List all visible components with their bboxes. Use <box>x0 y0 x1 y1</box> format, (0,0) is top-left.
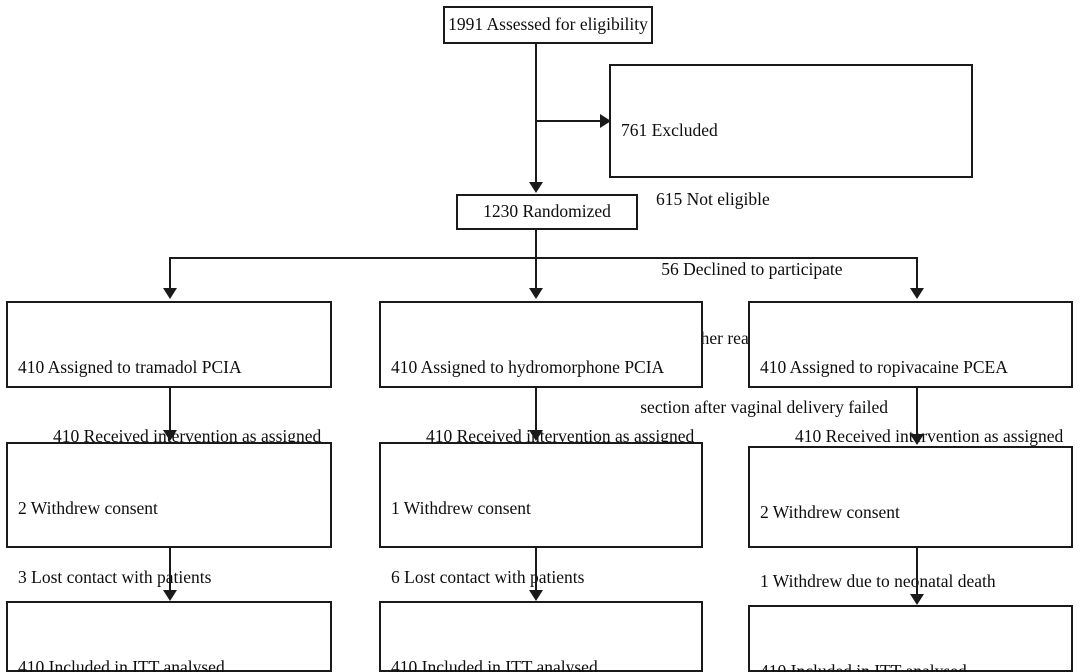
connector-randomized-stem <box>535 230 537 258</box>
node-followup-hydromorphone: 1 Withdrew consent 6 Lost contact with p… <box>379 442 703 657</box>
arrowhead-to-excluded <box>600 114 611 128</box>
arrowhead-arm-3-to-followup <box>910 434 924 445</box>
arrowhead-followup-2-to-analysis <box>529 590 543 601</box>
analysis-3-included: 410 Included in ITT analysed <box>760 661 967 672</box>
excluded-line-declined: 56 Declined to participate <box>661 258 843 279</box>
connector-assessed-to-randomized <box>535 44 537 185</box>
connector-to-excluded <box>535 120 602 122</box>
arrowhead-bus-to-arm-3 <box>910 288 924 299</box>
connector-arm-3-to-followup <box>916 388 918 436</box>
allocation-2-received: 410 Received intervention as assigned <box>426 426 695 447</box>
node-followup-tramadol: 2 Withdrew consent 3 Lost contact with p… <box>6 442 332 657</box>
arrowhead-bus-to-arm-2 <box>529 288 543 299</box>
analysis-1-included: 410 Included in ITT analysed <box>18 657 225 672</box>
connector-bus-to-arm-3 <box>916 257 918 291</box>
arrowhead-arm-2-to-followup <box>529 430 543 441</box>
followup-1-withdrew: 2 Withdrew consent <box>18 498 158 519</box>
node-allocation-ropivacaine: 410 Assigned to ropivacaine PCEA 410 Rec… <box>748 301 1073 516</box>
followup-2-withdrew: 1 Withdrew consent <box>391 498 531 519</box>
arrowhead-followup-3-to-analysis <box>910 594 924 605</box>
connector-followup-3-to-analysis <box>916 548 918 596</box>
randomized-label: 1230 Randomized <box>483 201 611 222</box>
connector-arm-2-to-followup <box>535 388 537 432</box>
connector-bus-to-arm-1 <box>169 257 171 291</box>
allocation-1-assigned: 410 Assigned to tramadol PCIA <box>18 357 242 378</box>
connector-followup-2-to-analysis <box>535 548 537 592</box>
excluded-line-total: 761 Excluded <box>621 120 718 141</box>
connector-bus-to-arm-2 <box>535 257 537 291</box>
followup-2-lost-contact: 6 Lost contact with patients <box>391 567 585 588</box>
connector-allocation-bus <box>169 257 918 259</box>
followup-3-neonatal-death: 1 Withdrew due to neonatal death <box>760 571 996 592</box>
connector-arm-1-to-followup <box>169 388 171 432</box>
analysis-2-included: 410 Included in ITT analysed <box>391 657 598 672</box>
arrowhead-arm-1-to-followup <box>163 430 177 441</box>
arrowhead-assessed-to-randomized <box>529 182 543 193</box>
followup-1-lost-contact: 3 Lost contact with patients <box>18 567 212 588</box>
node-allocation-hydromorphone: 410 Assigned to hydromorphone PCIA 410 R… <box>379 301 703 516</box>
excluded-line-other-cont: section after vaginal delivery failed <box>640 397 889 418</box>
connector-followup-1-to-analysis <box>169 548 171 592</box>
node-analysis-tramadol: 410 Included in ITT analysed 0 Excluded … <box>6 601 332 672</box>
allocation-1-received: 410 Received intervention as assigned <box>53 426 322 447</box>
arrowhead-followup-1-to-analysis <box>163 590 177 601</box>
node-analysis-ropivacaine: 410 Included in ITT analysed 0 Excluded … <box>748 605 1073 672</box>
node-allocation-tramadol: 410 Assigned to tramadol PCIA 410 Receiv… <box>6 301 332 516</box>
followup-3-withdrew: 2 Withdrew consent <box>760 502 900 523</box>
allocation-2-assigned: 410 Assigned to hydromorphone PCIA <box>391 357 665 378</box>
node-analysis-hydromorphone: 410 Included in ITT analysed 0 Excluded … <box>379 601 703 672</box>
node-followup-ropivacaine: 2 Withdrew consent 1 Withdrew due to neo… <box>748 446 1073 661</box>
assessed-label: 1991 Assessed for eligibility <box>448 14 648 35</box>
node-assessed-for-eligibility: 1991 Assessed for eligibility <box>443 6 653 44</box>
node-randomized: 1230 Randomized <box>456 194 638 230</box>
excluded-line-not-eligible: 615 Not eligible <box>656 189 770 210</box>
allocation-3-assigned: 410 Assigned to ropivacaine PCEA <box>760 357 1008 378</box>
arrowhead-bus-to-arm-1 <box>163 288 177 299</box>
node-excluded: 761 Excluded 615 Not eligible 56 Decline… <box>609 64 973 417</box>
